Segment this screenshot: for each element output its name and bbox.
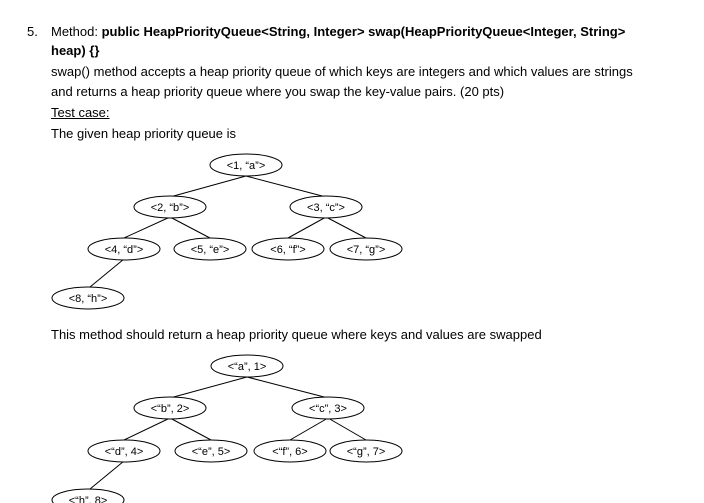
edge-2-4 <box>123 216 171 239</box>
node-label: <4, “d”> <box>105 244 144 256</box>
heap-node: <6, “f”> <box>251 237 325 261</box>
node-label: <“c”, 3> <box>309 403 347 415</box>
question-number: 5. <box>27 24 38 39</box>
node-label: <“e”, 5> <box>192 446 231 458</box>
edge-2-5 <box>169 417 212 441</box>
node-label: <1, “a”> <box>227 160 266 172</box>
description-line1: swap() method accepts a heap priority qu… <box>51 64 633 79</box>
edge-4-8 <box>89 258 125 288</box>
method-signature-line1: Method: public HeapPriorityQueue<String,… <box>51 23 625 40</box>
swapped-heap-tree: <“a”, 1> <“b”, 2> <“c”, 3> <“d”, 4> <“e”… <box>51 354 403 503</box>
node-label: <3, “c”> <box>307 202 345 214</box>
edge-1-3 <box>245 175 327 198</box>
heap-node: <“d”, 4> <box>87 439 161 463</box>
heap-node: <“e”, 5> <box>174 439 248 463</box>
node-label: <“a”, 1> <box>228 361 267 373</box>
edge-2-4 <box>123 417 171 441</box>
given-heap-intro: The given heap priority queue is <box>51 126 237 141</box>
method-signature: public HeapPriorityQueue<String, Integer… <box>101 24 626 39</box>
heap-node: <“g”, 7> <box>329 439 403 463</box>
node-label: <5, “e”> <box>191 244 230 256</box>
edge-1-2 <box>169 175 247 198</box>
heap-node: <“f”, 6> <box>253 439 327 463</box>
heap-node: <7, “g”> <box>329 237 403 261</box>
node-label: <“h”, 8> <box>69 495 108 503</box>
method-signature-line2: heap) {} <box>51 43 100 58</box>
given-heap-tree: <1, “a”> <2, “b”> <3, “c”> <4, “d”> <5, … <box>51 153 403 310</box>
return-description: This method should return a heap priorit… <box>51 327 542 342</box>
edge-3-7 <box>325 216 367 239</box>
heap-node: <3, “c”> <box>289 195 363 219</box>
test-case-label: Test case: <box>51 105 110 120</box>
heap-node: <“h”, 8> <box>51 488 125 503</box>
node-label: <6, “f”> <box>270 244 305 256</box>
heap-node: <“c”, 3> <box>291 396 365 420</box>
edge-4-8 <box>89 460 125 490</box>
node-label: <7, “g”> <box>347 244 386 256</box>
description-line2: and returns a heap priority queue where … <box>51 84 505 99</box>
heap-node: <2, “b”> <box>133 195 207 219</box>
heap-node: <“b”, 2> <box>133 396 207 420</box>
heap-node: <8, “h”> <box>51 286 125 310</box>
edge-3-7 <box>327 417 367 441</box>
node-label: <“f”, 6> <box>272 446 307 458</box>
edge-3-6 <box>287 216 327 239</box>
heap-node: <1, “a”> <box>209 153 283 177</box>
node-label: <2, “b”> <box>151 202 190 214</box>
edge-2-5 <box>169 216 211 239</box>
edge-3-6 <box>289 417 329 441</box>
edge-1-2 <box>169 376 248 399</box>
node-label: <“g”, 7> <box>347 446 386 458</box>
heap-node: <5, “e”> <box>173 237 247 261</box>
method-prefix: Method: <box>51 24 102 39</box>
node-label: <8, “h”> <box>69 293 108 305</box>
heap-node: <“a”, 1> <box>210 354 284 378</box>
edge-1-3 <box>246 376 329 399</box>
node-label: <“d”, 4> <box>105 446 144 458</box>
node-label: <“b”, 2> <box>151 403 190 415</box>
heap-node: <4, “d”> <box>87 237 161 261</box>
